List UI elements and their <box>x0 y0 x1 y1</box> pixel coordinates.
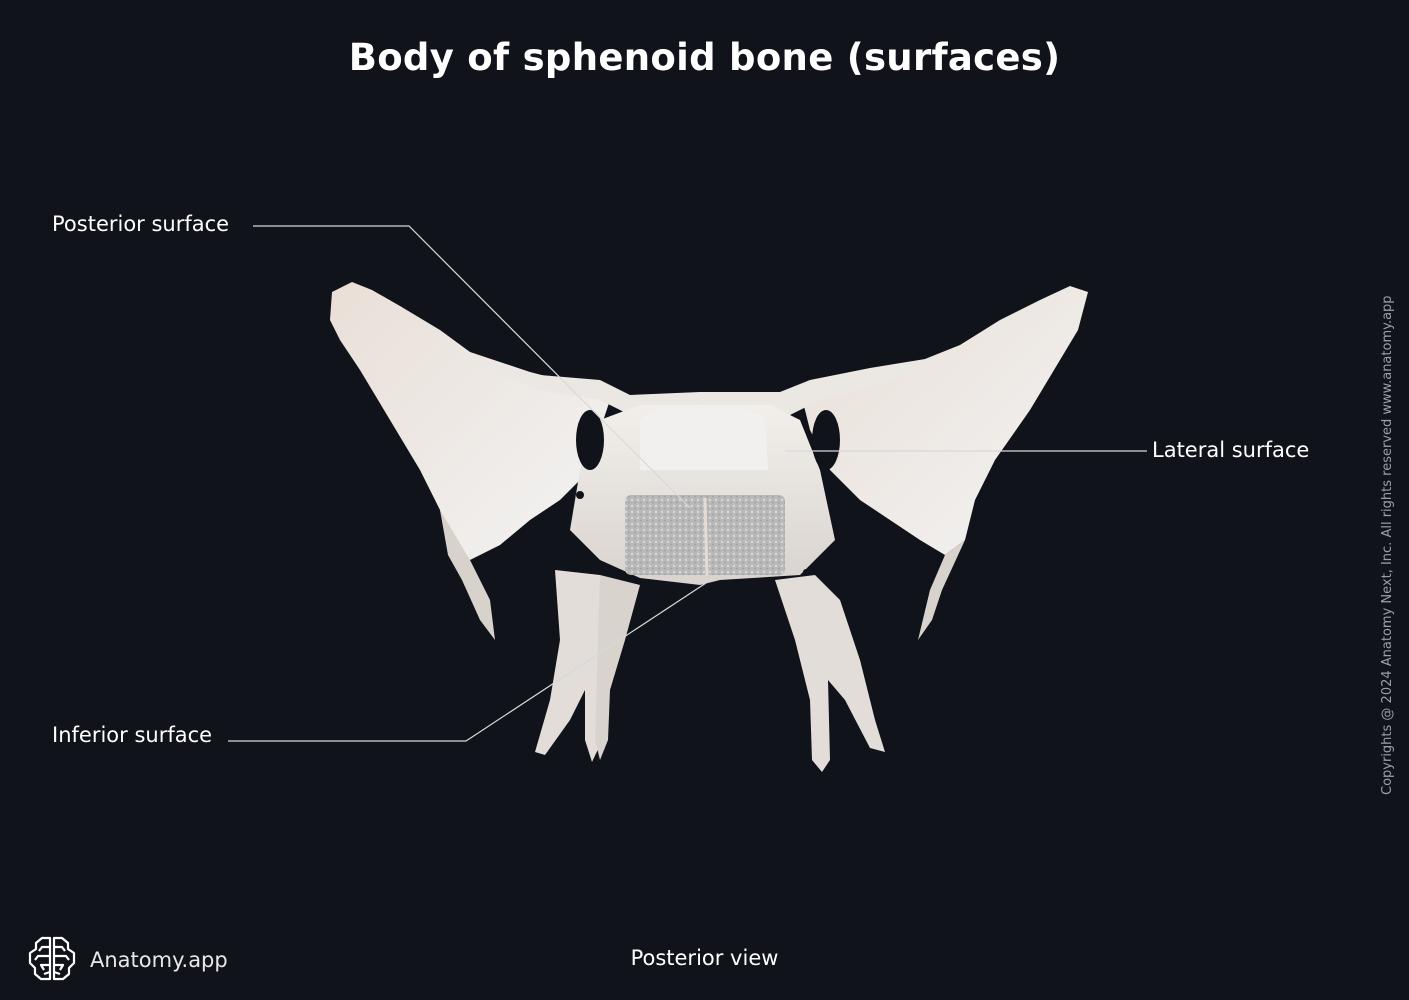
inferior-surface-leader <box>228 582 707 742</box>
sphenoid-body <box>570 405 835 585</box>
posterior-surface-leader <box>253 225 691 509</box>
right-greater-wing <box>800 286 1088 640</box>
pterygoid-processes <box>535 570 885 772</box>
label-lateral-surface: Lateral surface <box>1152 438 1310 462</box>
leader-lines <box>228 225 1147 742</box>
left-greater-wing <box>330 282 610 640</box>
brand-name: Anatomy.app <box>90 948 228 972</box>
view-caption: Posterior view <box>630 946 779 970</box>
brand-logo[interactable]: Anatomy.app <box>26 934 228 986</box>
page-title: Body of sphenoid bone (surfaces) <box>348 36 1061 79</box>
brain-icon <box>26 934 78 986</box>
copyright-text: Copyrights @ 2024 Anatomy Next, Inc. All… <box>1380 295 1395 795</box>
bone-shadows <box>576 410 840 575</box>
label-inferior-surface: Inferior surface <box>52 723 213 747</box>
label-posterior-surface: Posterior surface <box>52 212 230 236</box>
